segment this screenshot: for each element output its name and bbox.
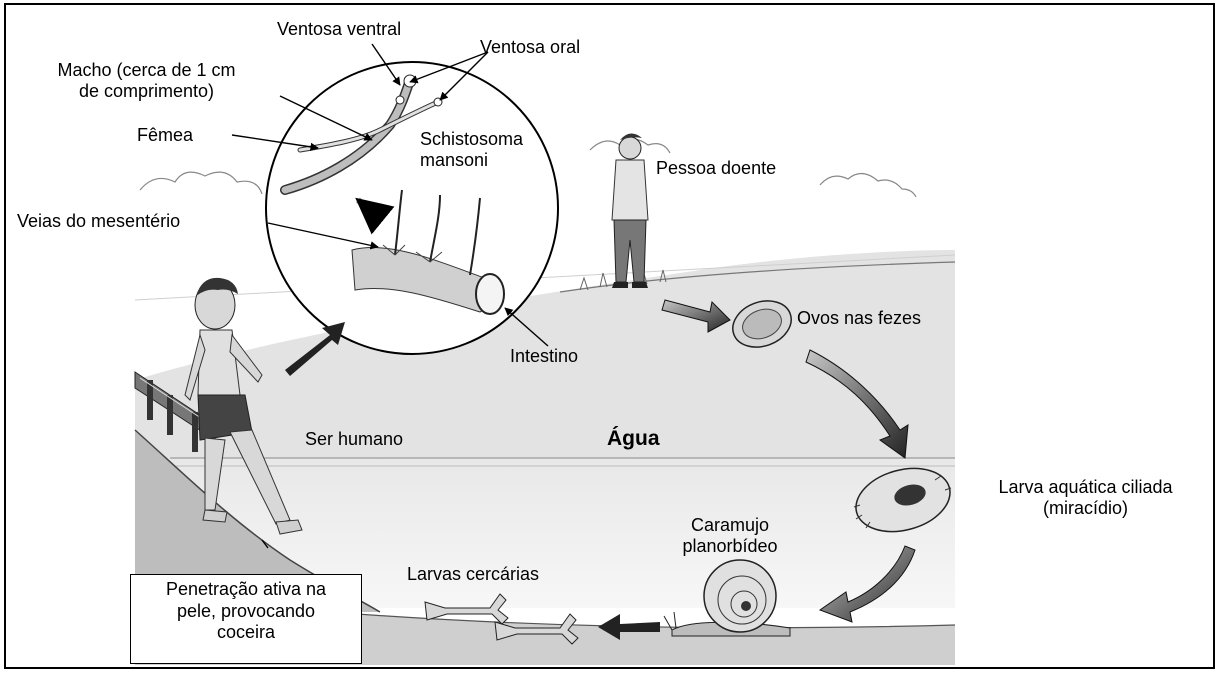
label-femea: Fêmea [137, 125, 193, 146]
label-ser-humano: Ser humano [305, 429, 403, 450]
label-pessoa-doente: Pessoa doente [656, 158, 776, 179]
label-schistosoma: Schistosoma mansoni [420, 129, 523, 170]
label-ventosa-ventral: Ventosa ventral [277, 19, 401, 40]
label-penetracao-box: Penetração ativa na pele, provocando coc… [130, 574, 362, 664]
label-larva-line2: (miracídio) [958, 498, 1213, 519]
label-caramujo: Caramujo planorbídeo [655, 515, 805, 556]
label-intestino: Intestino [510, 346, 578, 367]
label-schistosoma-line2: mansoni [420, 150, 523, 171]
label-caramujo-line2: planorbídeo [655, 536, 805, 557]
label-caramujo-line1: Caramujo [655, 515, 805, 536]
label-larva-line1: Larva aquática ciliada [958, 477, 1213, 498]
label-ovos: Ovos nas fezes [797, 308, 921, 329]
label-ventosa-oral: Ventosa oral [480, 37, 580, 58]
label-veias: Veias do mesentério [17, 211, 180, 232]
label-penetracao-line1: Penetração ativa na [133, 579, 359, 601]
label-macho: Macho (cerca de 1 cm de comprimento) [14, 60, 279, 101]
zoom-circle [266, 62, 558, 354]
sick-person-figure [612, 133, 648, 288]
label-larva: Larva aquática ciliada (miracídio) [958, 477, 1213, 518]
label-cercarias: Larvas cercárias [407, 564, 539, 585]
label-penetracao-line3: coceira [133, 622, 359, 644]
label-macho-line2: de comprimento) [14, 81, 279, 102]
label-schistosoma-line1: Schistosoma [420, 129, 523, 150]
label-agua: Água [607, 427, 660, 451]
label-penetracao-line2: pele, provocando [133, 601, 359, 623]
label-macho-line1: Macho (cerca de 1 cm [14, 60, 279, 81]
